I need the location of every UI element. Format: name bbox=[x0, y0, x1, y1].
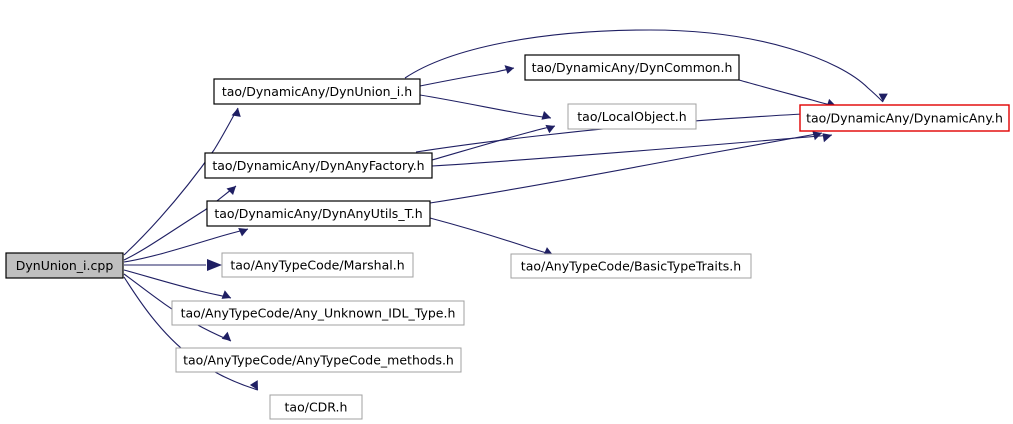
edge-dyncommon_h-to-dynamicany_h bbox=[738, 79, 837, 107]
arrowhead-icon bbox=[221, 290, 231, 299]
node-label-dynanyfactory_h: tao/DynamicAny/DynAnyFactory.h bbox=[212, 158, 424, 173]
edge-root-to-any_unknown_idl_type_h bbox=[123, 269, 232, 299]
node-label-dynanyutils_h: tao/DynamicAny/DynAnyUtils_T.h bbox=[214, 206, 422, 221]
node-box-anytypecode_methods_h[interactable] bbox=[175, 347, 462, 373]
edge-root-to-dynunion_i_h bbox=[123, 107, 239, 256]
arrowhead-icon bbox=[504, 65, 514, 74]
edge-root-to-cdr_h bbox=[123, 276, 259, 391]
node-root[interactable]: DynUnion_i.cpp bbox=[5, 252, 124, 279]
node-label-cdr_h: tao/CDR.h bbox=[285, 400, 348, 415]
arrowhead-icon bbox=[238, 228, 248, 237]
node-box-root[interactable] bbox=[5, 252, 124, 279]
edge-dynunion_i_h-to-dyncommon_h bbox=[419, 67, 515, 87]
node-box-localobject_h[interactable] bbox=[567, 103, 697, 130]
edge-root-to-dynanyfactory_h bbox=[123, 185, 237, 261]
node-box-basictypetraits_h[interactable] bbox=[510, 253, 752, 279]
node-label-marshal_h: tao/AnyTypeCode/Marshal.h bbox=[230, 258, 404, 273]
node-marshal_h[interactable]: tao/AnyTypeCode/Marshal.h bbox=[221, 252, 414, 278]
node-dynanyfactory_h[interactable]: tao/DynamicAny/DynAnyFactory.h bbox=[204, 152, 433, 179]
arrowhead-icon bbox=[878, 93, 888, 102]
arrowhead-icon bbox=[207, 259, 222, 271]
node-box-dynanyutils_h[interactable] bbox=[206, 200, 431, 227]
node-box-dynunion_i_h[interactable] bbox=[213, 78, 421, 105]
edge-dynunion_i_h-to-dynamicany_h bbox=[404, 29, 884, 103]
arrowhead-icon bbox=[221, 331, 231, 341]
node-label-any_unknown_idl_type_h: tao/AnyTypeCode/Any_Unknown_IDL_Type.h bbox=[181, 306, 456, 321]
edge-dynanyfactory_h-to-localobject_h bbox=[431, 125, 556, 161]
nodes-layer: DynUnion_i.cpp tao/DynamicAny/DynUnion_i.… bbox=[5, 54, 1010, 420]
node-label-localobject_h: tao/LocalObject.h bbox=[577, 109, 686, 124]
edge-dynanyutils_h-to-basictypetraits_h bbox=[429, 217, 554, 256]
node-label-basictypetraits_h: tao/AnyTypeCode/BasicTypeTraits.h bbox=[521, 259, 741, 274]
edge-dynanyfactory_h-to-dynamicany_h bbox=[431, 134, 833, 167]
node-box-marshal_h[interactable] bbox=[221, 252, 414, 278]
node-label-root: DynUnion_i.cpp bbox=[16, 258, 114, 273]
arrowhead-icon bbox=[231, 108, 241, 117]
node-label-dynamicany_h: tao/DynamicAny/DynamicAny.h bbox=[806, 111, 1003, 126]
node-label-anytypecode_methods_h: tao/AnyTypeCode/AnyTypeCode_methods.h bbox=[183, 353, 454, 368]
node-dynanyutils_h[interactable]: tao/DynamicAny/DynAnyUtils_T.h bbox=[206, 200, 431, 227]
arrowhead-icon bbox=[545, 124, 555, 134]
node-box-any_unknown_idl_type_h[interactable] bbox=[171, 300, 465, 326]
node-any_unknown_idl_type_h[interactable]: tao/AnyTypeCode/Any_Unknown_IDL_Type.h bbox=[171, 300, 465, 326]
node-cdr_h[interactable]: tao/CDR.h bbox=[269, 394, 363, 420]
node-label-dynunion_i_h: tao/DynamicAny/DynUnion_i.h bbox=[222, 84, 412, 99]
node-dyncommon_h[interactable]: tao/DynamicAny/DynCommon.h bbox=[524, 54, 740, 81]
node-dynamicany_h[interactable]: tao/DynamicAny/DynamicAny.h bbox=[799, 104, 1010, 132]
edge-dynunion_i_h-to-localobject_h bbox=[419, 94, 552, 119]
arrowhead-icon bbox=[226, 186, 236, 196]
node-box-dynamicany_h[interactable] bbox=[799, 104, 1010, 132]
arrowhead-icon bbox=[543, 247, 553, 256]
node-label-dyncommon_h: tao/DynamicAny/DynCommon.h bbox=[532, 60, 733, 75]
node-box-dyncommon_h[interactable] bbox=[524, 54, 740, 81]
edge-root-to-dynanyutils_h bbox=[123, 228, 249, 263]
node-anytypecode_methods_h[interactable]: tao/AnyTypeCode/AnyTypeCode_methods.h bbox=[175, 347, 462, 373]
node-dynunion_i_h[interactable]: tao/DynamicAny/DynUnion_i.h bbox=[213, 78, 421, 105]
edge-dynanyutils_h-to-dynamicany_h bbox=[429, 132, 823, 204]
arrowhead-icon bbox=[822, 133, 832, 143]
node-box-cdr_h[interactable] bbox=[269, 394, 363, 420]
arrowhead-icon bbox=[541, 110, 551, 120]
arrowhead-icon bbox=[812, 131, 822, 141]
arrowhead-icon bbox=[249, 380, 258, 390]
node-box-dynanyfactory_h[interactable] bbox=[204, 152, 433, 179]
node-basictypetraits_h[interactable]: tao/AnyTypeCode/BasicTypeTraits.h bbox=[510, 253, 752, 279]
node-localobject_h[interactable]: tao/LocalObject.h bbox=[567, 103, 697, 130]
